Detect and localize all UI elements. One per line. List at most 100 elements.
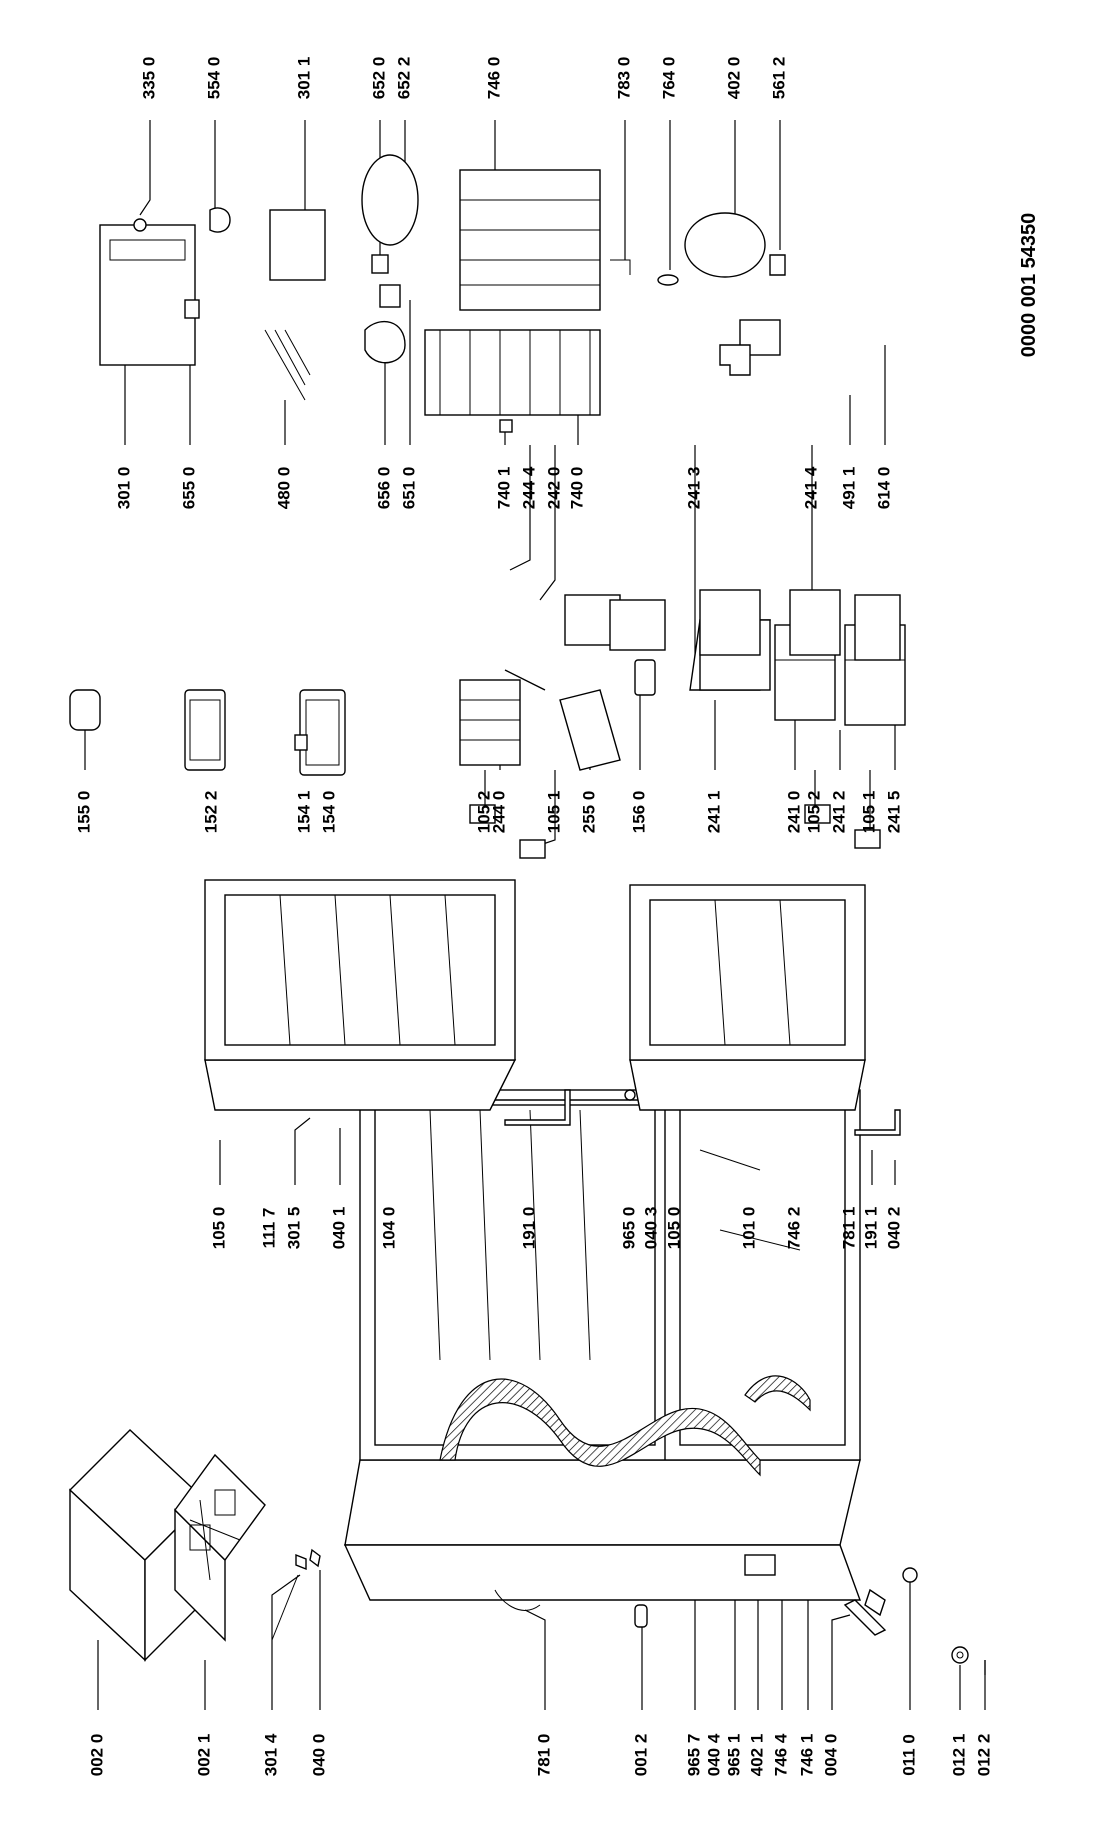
leader-781-0 <box>524 1609 546 1710</box>
part-label: 764 0 <box>659 57 678 100</box>
part-label: 301 4 <box>261 1733 280 1776</box>
part-label: 040 2 <box>884 1207 903 1250</box>
clip-740-1 <box>499 419 513 433</box>
part-label: 155 0 <box>74 791 93 834</box>
part-label: 011 0 <box>899 1734 918 1776</box>
parts-drawings <box>68 154 986 1675</box>
part-label: 156 0 <box>629 791 648 834</box>
part-651-0 <box>379 284 401 308</box>
compressor-402-0 <box>684 212 766 278</box>
part-label: 001 2 <box>631 1734 650 1777</box>
part-label: 105 1 <box>859 791 878 834</box>
part-label: 554 0 <box>204 57 223 100</box>
part-label: 656 0 <box>374 467 393 510</box>
part-label: 480 0 <box>274 467 293 510</box>
part-label: 105 1 <box>544 791 563 834</box>
leader-335-0 <box>139 120 151 216</box>
document-number: 0000 001 54350 <box>1018 213 1040 358</box>
plug-001-2 <box>634 1604 648 1628</box>
upper-door-part <box>204 879 517 1111</box>
part-label: 012 1 <box>949 1734 968 1777</box>
part-label: 002 1 <box>194 1734 213 1777</box>
screw-011-0 <box>902 1567 918 1583</box>
part-label: 040 4 <box>704 1733 723 1776</box>
condenser-740-0 <box>424 329 601 416</box>
gasket-191-0 <box>504 1089 571 1126</box>
part-label: 101 0 <box>739 1207 758 1250</box>
bracket-491-1 <box>719 344 751 376</box>
hinge-105-1-b <box>854 829 881 849</box>
part-label: 154 0 <box>319 791 338 834</box>
part-label: 335 0 <box>139 57 158 100</box>
switch-655-0 <box>184 299 200 319</box>
part-label: 040 0 <box>309 1734 328 1777</box>
part-label: 783 0 <box>614 57 633 100</box>
drawer-front-241-4 <box>789 589 841 656</box>
part-label: 105 2 <box>804 791 823 834</box>
part-label: 740 1 <box>494 467 513 510</box>
hinge-402-1 <box>744 1554 776 1576</box>
part-label: 154 1 <box>294 791 313 834</box>
part-label: 746 0 <box>484 57 503 100</box>
part-label: 242 0 <box>544 467 563 510</box>
part-label: 402 1 <box>747 1734 766 1777</box>
part-label: 746 2 <box>784 1207 803 1250</box>
plate-301-1 <box>269 209 326 281</box>
part-label: 105 0 <box>209 1207 228 1250</box>
leader-301-4 <box>271 1574 301 1710</box>
part-label: 402 0 <box>724 57 743 100</box>
part-label: 104 0 <box>379 1207 398 1250</box>
harness-480-0 <box>264 329 311 401</box>
part-label: 040 3 <box>641 1207 660 1250</box>
wire-301-4 <box>271 1574 299 1641</box>
tube-783-0 <box>610 259 631 275</box>
leader-244-4 <box>509 445 531 571</box>
box-242-0-b <box>609 599 666 651</box>
hinge-105-2-a <box>469 804 496 824</box>
part-label: 740 0 <box>567 467 586 510</box>
drawer-front-241-3 <box>699 589 761 656</box>
lamp-554-0 <box>209 207 231 233</box>
control-panel-301-0 <box>99 224 196 366</box>
part-label: 002 0 <box>87 1734 106 1777</box>
part-label: 244 4 <box>519 466 538 509</box>
hinge-105-2-b <box>804 804 831 824</box>
part-label: 746 1 <box>797 1734 816 1777</box>
part-label: 781 1 <box>839 1207 858 1250</box>
filter-764-0 <box>657 274 679 286</box>
part-label: 004 0 <box>821 1734 840 1777</box>
part-label: 040 1 <box>329 1207 348 1250</box>
egg-tray-155-0 <box>69 689 101 731</box>
part-label: 655 0 <box>179 467 198 510</box>
part-label: 965 1 <box>724 1734 743 1777</box>
part-label: 105 0 <box>664 1207 683 1250</box>
knob-656-0 <box>364 320 406 364</box>
part-label: 301 5 <box>284 1207 303 1250</box>
part-652-0 <box>371 254 389 274</box>
foot-004-0 <box>843 1599 887 1636</box>
part-label: 152 2 <box>201 791 220 834</box>
leader-301-5 <box>294 1117 311 1185</box>
part-label: 965 7 <box>684 1734 703 1777</box>
part-label: 614 0 <box>874 467 893 510</box>
hinge-105-1-a <box>519 839 546 859</box>
bracket-040-0 <box>309 1548 321 1568</box>
bracket-301-4 <box>295 1553 307 1571</box>
wire-shelf-746-0 <box>459 169 601 311</box>
knob-335-0 <box>133 218 147 232</box>
part-label: 241 4 <box>801 466 820 509</box>
part-label: 191 1 <box>861 1207 880 1250</box>
part-label: 111 7 <box>259 1208 278 1249</box>
part-label: 651 0 <box>399 467 418 510</box>
part-label: 965 0 <box>619 1207 638 1250</box>
part-label: 255 0 <box>579 791 598 834</box>
part-label: 241 5 <box>884 791 903 834</box>
cable-781-0 <box>494 1589 541 1611</box>
door-shelf-152-2 <box>184 689 226 771</box>
cabinet-body <box>343 1089 861 1601</box>
bracket-004-0b <box>864 1588 886 1617</box>
part-label: 301 0 <box>114 467 133 510</box>
part-label: 781 0 <box>534 1734 553 1777</box>
